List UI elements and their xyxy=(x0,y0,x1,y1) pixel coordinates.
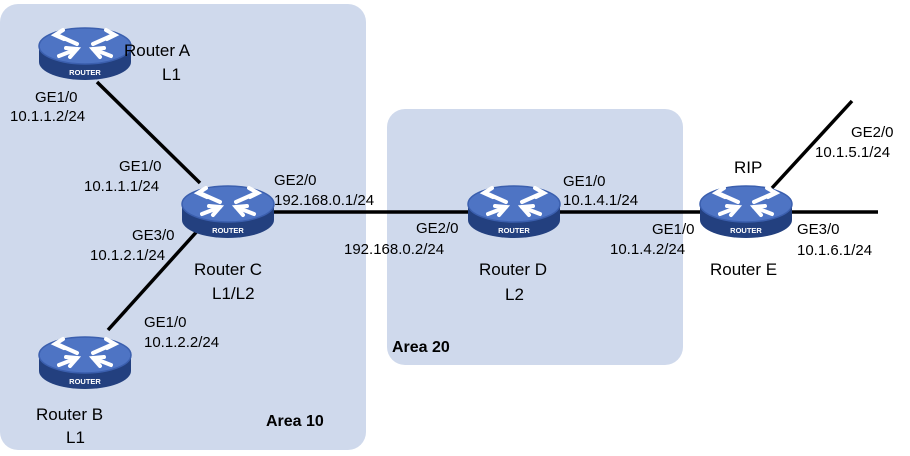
a-ge10-ip: 10.1.1.2/24 xyxy=(10,108,86,125)
link-e-ge20 xyxy=(770,99,854,190)
router-a-badge: ROUTER xyxy=(69,68,101,77)
link-c-b xyxy=(106,226,202,332)
router-b-badge: ROUTER xyxy=(69,377,101,386)
e-ge10-port: GE1/0 xyxy=(652,221,695,238)
link-a-c xyxy=(95,80,202,185)
d-ge10-port: GE1/0 xyxy=(563,173,606,190)
router-a-name: Router A xyxy=(124,41,191,60)
router-d-name: Router D xyxy=(479,260,548,279)
router-c-badge: ROUTER xyxy=(212,226,244,235)
router-b-name: Router B xyxy=(36,405,104,424)
router-c-level: L1/L2 xyxy=(212,284,255,303)
c-ge10-ip: 10.1.1.1/24 xyxy=(84,178,160,195)
c-ge20-port: GE2/0 xyxy=(274,172,317,189)
e-ge30-port: GE3/0 xyxy=(797,221,840,238)
e-ge30-ip: 10.1.6.1/24 xyxy=(797,242,873,259)
router-d-icon[interactable]: ROUTER xyxy=(466,180,562,244)
e-ge20-port: GE2/0 xyxy=(851,124,894,141)
area-20-region xyxy=(387,109,683,365)
router-e-badge: ROUTER xyxy=(730,226,762,235)
area-20-label: Area 20 xyxy=(392,339,450,356)
router-e-name: Router E xyxy=(710,260,778,279)
router-a-icon[interactable]: ROUTER xyxy=(37,22,133,86)
c-ge30-port: GE3/0 xyxy=(132,227,175,244)
router-c-icon[interactable]: ROUTER xyxy=(180,180,276,244)
d-ge20-ip: 192.168.0.2/24 xyxy=(344,241,445,258)
router-a-level: L1 xyxy=(162,65,181,84)
router-d-level: L2 xyxy=(505,285,524,304)
router-e-icon[interactable]: ROUTER xyxy=(698,180,794,244)
area-10-label: Area 10 xyxy=(266,413,324,430)
router-b-level: L1 xyxy=(66,428,85,447)
router-d-badge: ROUTER xyxy=(498,226,530,235)
b-ge10-port: GE1/0 xyxy=(144,314,187,331)
c-ge30-ip: 10.1.2.1/24 xyxy=(90,247,166,264)
b-ge10-ip: 10.1.2.2/24 xyxy=(144,334,220,351)
router-c-name: Router C xyxy=(194,260,263,279)
e-ge10-ip: 10.1.4.2/24 xyxy=(610,241,686,258)
d-ge10-ip: 10.1.4.1/24 xyxy=(563,192,639,209)
a-ge10-port: GE1/0 xyxy=(35,89,78,106)
router-e-protocol: RIP xyxy=(734,158,763,177)
c-ge10-port: GE1/0 xyxy=(119,158,162,175)
c-ge20-ip: 192.168.0.1/24 xyxy=(274,192,375,209)
router-b-icon[interactable]: ROUTER xyxy=(37,331,133,395)
d-ge20-port: GE2/0 xyxy=(416,220,459,237)
e-ge20-ip: 10.1.5.1/24 xyxy=(815,144,891,161)
